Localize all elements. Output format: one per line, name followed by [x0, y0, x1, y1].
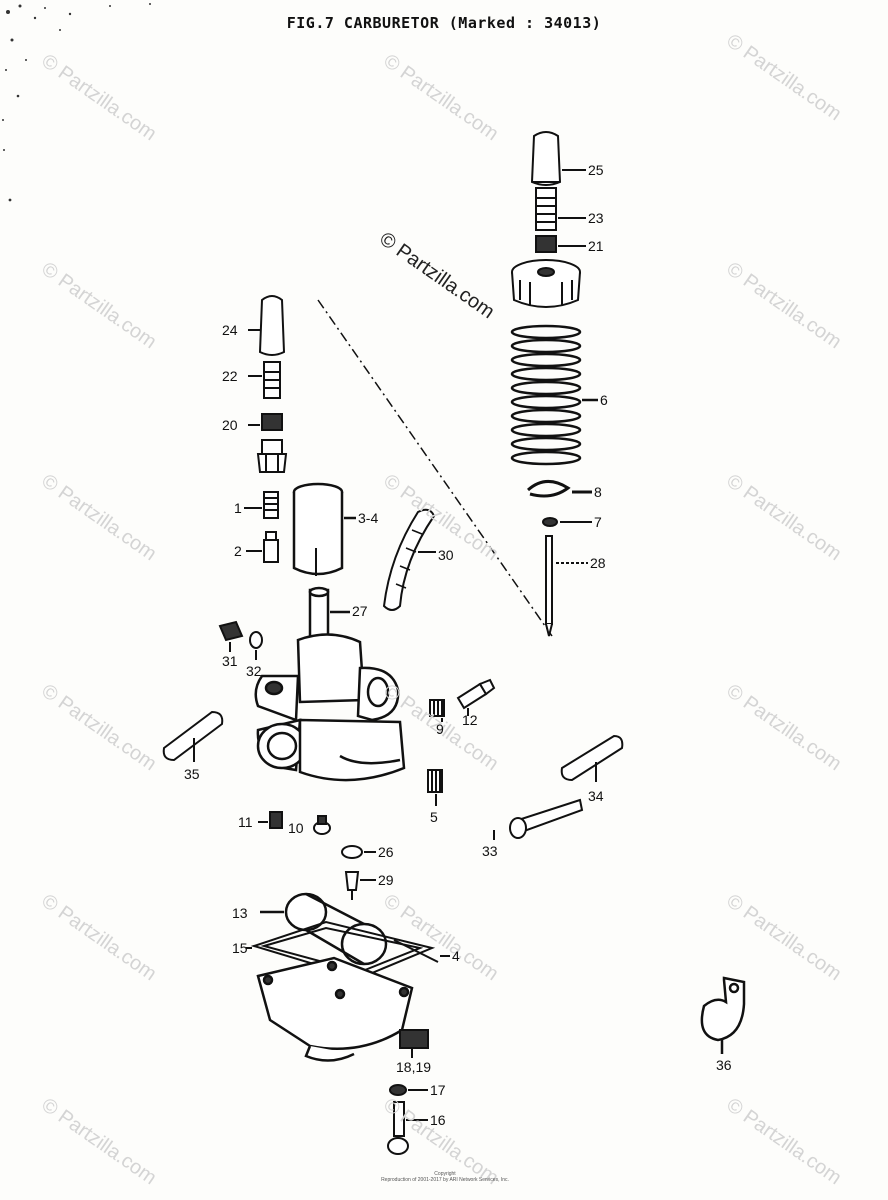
part-22-adjuster — [248, 361, 281, 399]
float-bowl — [256, 956, 414, 1062]
label-11: 11 — [238, 814, 253, 830]
label-2: 2 — [234, 543, 242, 559]
label-22: 22 — [222, 368, 238, 384]
label-10: 10 — [288, 820, 304, 836]
label-31: 31 — [222, 653, 238, 669]
label-5: 5 — [430, 809, 438, 825]
label-16: 16 — [430, 1112, 446, 1128]
label-18-19: 18,19 — [396, 1059, 432, 1075]
part-25-cap — [530, 131, 586, 186]
label-33: 33 — [482, 843, 498, 859]
figure-title: FIG.7 CARBURETOR (Marked : 34013) — [286, 14, 602, 32]
label-26: 26 — [378, 844, 394, 860]
label-15: 15 — [232, 940, 248, 956]
part-34-tube — [560, 734, 624, 782]
label-34: 34 — [588, 788, 604, 804]
part-36-clamp — [700, 976, 746, 1054]
part-5-spring — [427, 769, 443, 806]
part-4-pin — [393, 939, 450, 963]
label-32: 32 — [246, 663, 262, 679]
part-29-float-valve — [344, 871, 376, 900]
part-6-spring — [510, 324, 598, 466]
part-33-screw — [493, 798, 584, 840]
part-12-screw — [456, 678, 496, 716]
part-21-nut — [535, 235, 586, 253]
label-35: 35 — [184, 766, 200, 782]
assembly-guide-line — [317, 299, 553, 637]
scan-speckle — [2, 3, 151, 202]
label-6: 6 — [600, 392, 608, 408]
copyright-notice: Copyright Reproduction of 2001-2017 by A… — [340, 1171, 550, 1183]
label-7: 7 — [594, 514, 602, 530]
part-9-spring — [429, 699, 445, 722]
part-17-washer — [389, 1084, 428, 1096]
label-17: 17 — [430, 1082, 446, 1098]
label-20: 20 — [222, 417, 238, 433]
part-11-screw — [258, 811, 283, 829]
part-31-screw — [218, 620, 244, 652]
label-3-4: 3-4 — [358, 510, 379, 526]
part-2-main-jet — [246, 531, 279, 563]
label-27: 27 — [352, 603, 368, 619]
label-8: 8 — [594, 484, 602, 500]
carburetor-body — [254, 586, 406, 782]
label-25: 25 — [588, 162, 604, 178]
label-13: 13 — [232, 905, 248, 921]
label-12: 12 — [462, 712, 478, 728]
label-30: 30 — [438, 547, 454, 563]
part-8-clip — [527, 480, 592, 498]
part-23-adjuster — [535, 187, 586, 231]
carburetor-top-cap — [511, 259, 581, 308]
copyright-line-1: Copyright — [434, 1171, 456, 1177]
part-35-tube — [162, 710, 224, 762]
part-20-nut — [248, 413, 283, 431]
part-1-needle-jet — [244, 491, 279, 519]
copyright-line-2: Reproduction of 2001-2017 by ARI Network… — [381, 1177, 509, 1183]
part-26-washer — [341, 845, 376, 859]
part-18-19-screw — [399, 1029, 429, 1058]
label-29: 29 — [378, 872, 394, 888]
part-30-tube — [382, 508, 436, 611]
label-4: 4 — [452, 948, 460, 964]
label-23: 23 — [588, 210, 604, 226]
part-16-drain-screw — [387, 1101, 428, 1155]
part-3-4-throttle-slide — [292, 482, 356, 576]
label-21: 21 — [588, 238, 604, 254]
part-10-plug — [313, 815, 331, 835]
part-24-cap — [248, 295, 286, 356]
label-9: 9 — [436, 721, 444, 737]
jet-holder — [256, 439, 288, 473]
part-7-washer — [542, 517, 592, 527]
label-1: 1 — [234, 500, 242, 516]
part-32-washer — [249, 631, 263, 660]
label-28: 28 — [590, 555, 606, 571]
label-36: 36 — [716, 1057, 732, 1073]
label-24: 24 — [222, 322, 238, 338]
part-28-needle — [545, 535, 588, 637]
